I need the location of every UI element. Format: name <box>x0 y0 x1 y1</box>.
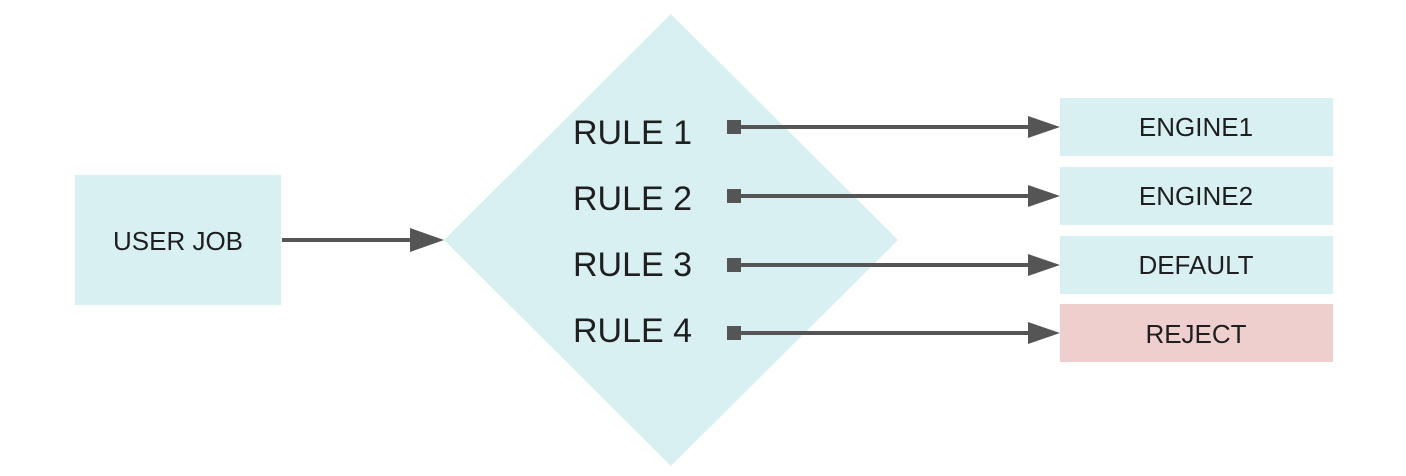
reject-label: REJECT <box>1145 319 1246 349</box>
engine2-box <box>1060 167 1333 225</box>
engine1-label: ENGINE1 <box>1139 112 1253 142</box>
default-node: DEFAULT <box>1060 236 1333 294</box>
rule-1-arrow <box>727 116 1060 138</box>
default-label: DEFAULT <box>1138 250 1253 280</box>
default-box <box>1060 236 1333 294</box>
user-job-box <box>75 175 281 305</box>
rule-1-label: RULE 1 <box>573 114 692 152</box>
engine2-node: ENGINE2 <box>1060 167 1333 225</box>
rule-3-label: RULE 3 <box>573 246 692 284</box>
reject-box <box>1060 304 1333 362</box>
rule-4-arrow <box>727 322 1060 344</box>
user-job-label: USER JOB <box>113 226 243 256</box>
rule-4-label: RULE 4 <box>573 312 692 350</box>
engine2-label: ENGINE2 <box>1139 181 1253 211</box>
rule-2-label: RULE 2 <box>573 180 692 218</box>
engine1-box <box>1060 98 1333 156</box>
engine1-node: ENGINE1 <box>1060 98 1333 156</box>
rules-diamond <box>444 14 898 466</box>
reject-node: REJECT <box>1060 304 1333 362</box>
rule-2-arrow <box>727 185 1060 207</box>
user-job-arrow <box>282 228 444 252</box>
rule-3-arrow <box>727 254 1060 276</box>
user-job-node: USER JOB <box>75 175 281 305</box>
